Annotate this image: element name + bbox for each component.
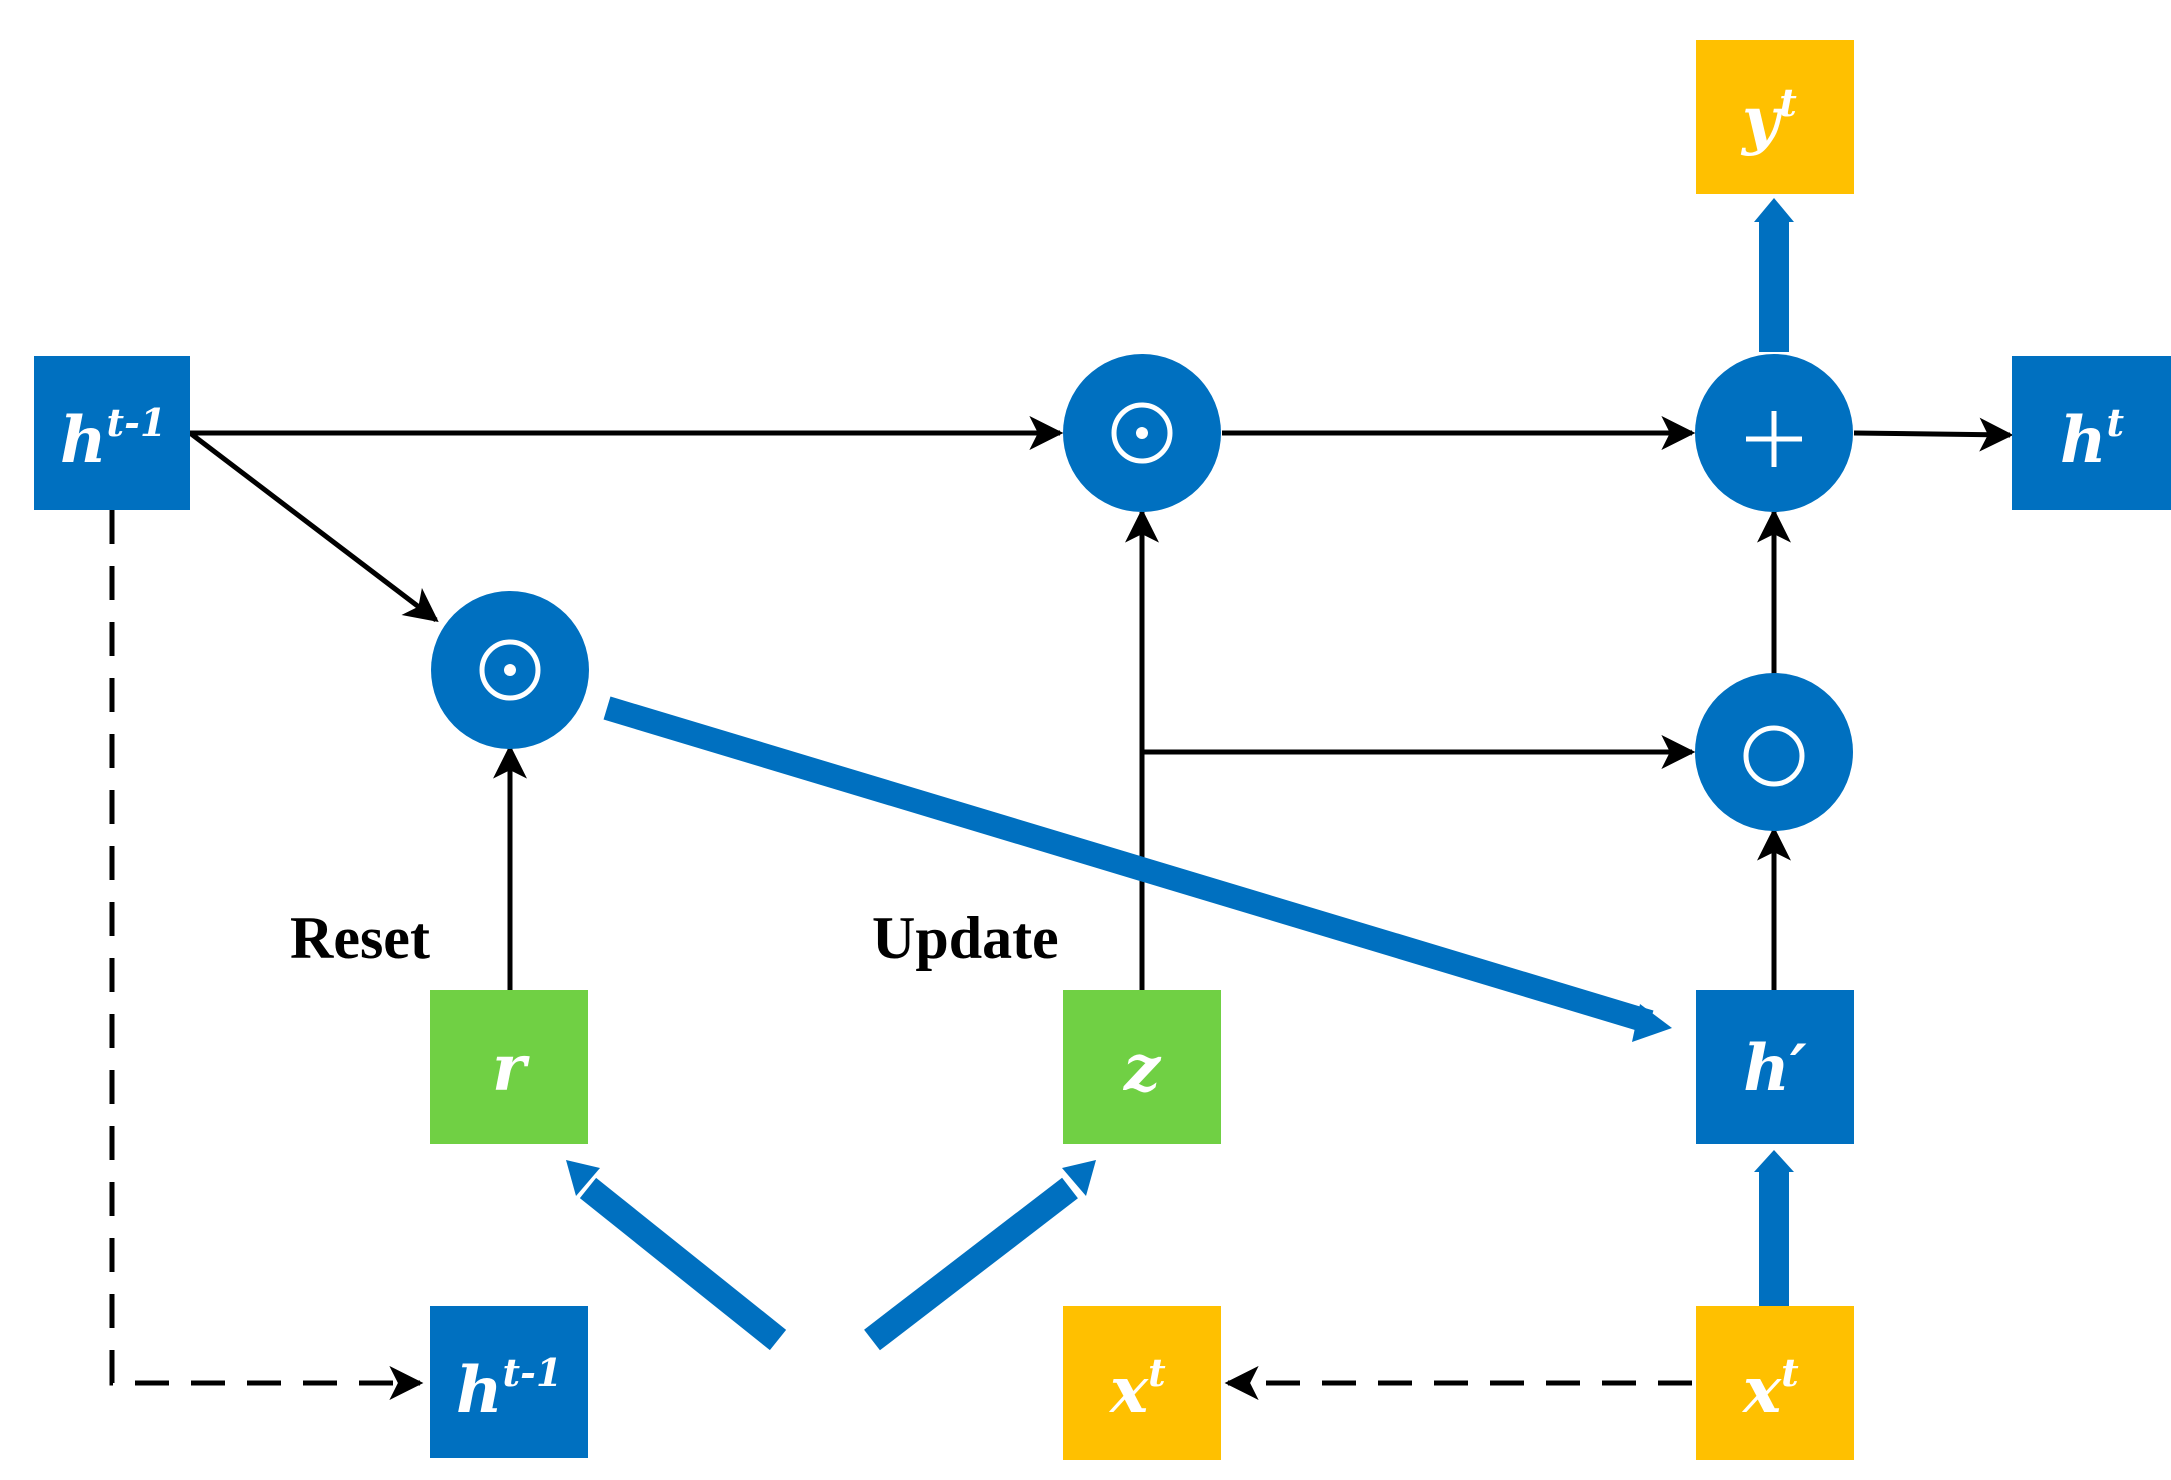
- op-mult-top: [1063, 354, 1221, 512]
- svg-text:ht-1: ht-1: [60, 400, 166, 478]
- op-mult-reset: [431, 591, 589, 749]
- node-h-prev-bottom-base: h: [456, 1353, 503, 1428]
- node-h-candidate: h′: [1696, 990, 1854, 1144]
- arrow-hprev-to-mult-reset: [188, 431, 439, 623]
- op-mult-reset-dot: [504, 664, 516, 676]
- node-h-t-sup: t: [2107, 400, 2125, 445]
- arrow-add-to-ht: [1853, 417, 2014, 452]
- node-x-t-left-base: x: [1108, 1353, 1149, 1428]
- node-h-prev: ht-1: [34, 356, 190, 510]
- node-h-prev-base: h: [60, 403, 107, 478]
- node-h-prev-bottom: ht-1: [430, 1306, 588, 1458]
- label-reset: Reset: [290, 905, 430, 971]
- svg-text:ht: ht: [2060, 400, 2125, 478]
- blue-arrowhead-hcand: [1632, 1004, 1672, 1042]
- svg-text:yt: yt: [1740, 80, 1797, 158]
- blue-input-to-z: [864, 1177, 1078, 1351]
- node-h-prev-sup: t-1: [107, 400, 167, 445]
- blue-arrowhead-xt-hcand: [1754, 1150, 1794, 1172]
- blue-arrowhead-yt: [1754, 198, 1794, 222]
- node-z-label: z: [1123, 1031, 1162, 1106]
- blue-arrowhead-z: [1062, 1160, 1096, 1196]
- dashed-hprev-copy: [109, 510, 424, 1400]
- node-y-t-sup: t: [1779, 80, 1797, 125]
- op-minus-one: [1695, 673, 1853, 831]
- label-update: Update: [872, 905, 1059, 971]
- blue-input-to-r: [579, 1177, 787, 1351]
- node-x-t-left-sup: t: [1148, 1350, 1166, 1395]
- node-h-candidate-label: h′: [1743, 1031, 1807, 1106]
- svg-text:xt: xt: [1108, 1350, 1166, 1428]
- node-y-t: yt: [1696, 40, 1854, 194]
- blue-mult-reset-to-hcand: [603, 696, 1654, 1034]
- op-minus-one-ring: [1743, 725, 1805, 787]
- node-r-label: r: [492, 1031, 530, 1106]
- node-z: z: [1063, 990, 1221, 1144]
- node-x-t-right: xt: [1696, 1306, 1854, 1460]
- op-add: [1695, 354, 1853, 512]
- node-h-prev-bottom-sup: t-1: [503, 1350, 563, 1395]
- blue-arrowhead-r: [566, 1160, 600, 1196]
- svg-text:ht-1: ht-1: [456, 1350, 562, 1428]
- op-mult-reset-ring: [479, 639, 541, 701]
- op-mult-top-ring: [1111, 402, 1173, 464]
- op-mult-top-dot: [1136, 427, 1148, 439]
- node-r: r: [430, 990, 588, 1144]
- svg-text:xt: xt: [1741, 1350, 1799, 1428]
- node-y-t-base: y: [1740, 83, 1783, 158]
- node-h-t-base: h: [2060, 403, 2107, 478]
- node-x-t-left: xt: [1063, 1306, 1221, 1460]
- node-x-t-right-sup: t: [1781, 1350, 1799, 1395]
- node-h-t: ht: [2012, 356, 2171, 510]
- node-x-t-right-base: x: [1741, 1353, 1782, 1428]
